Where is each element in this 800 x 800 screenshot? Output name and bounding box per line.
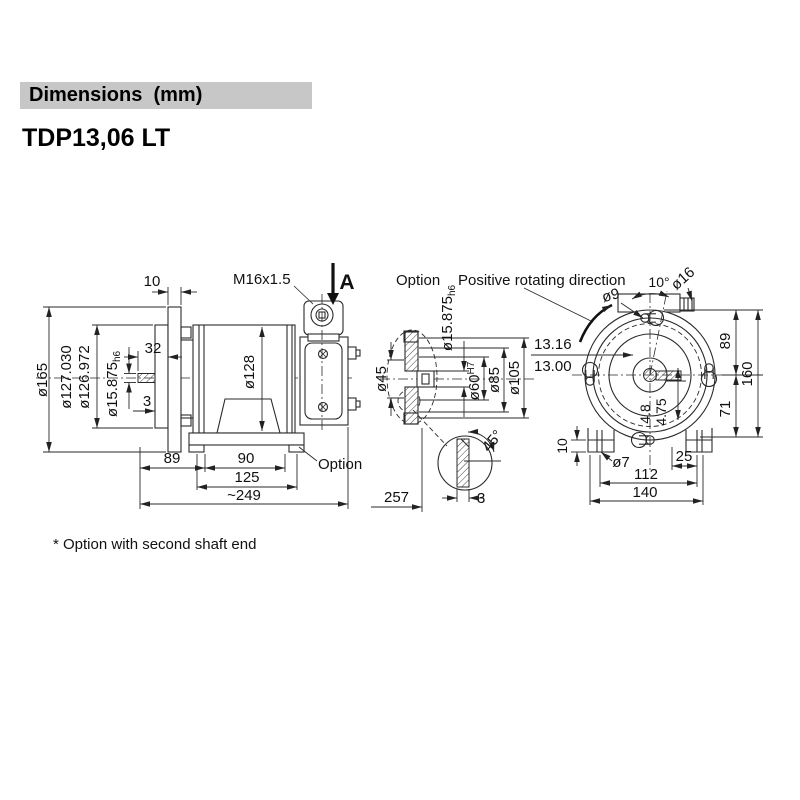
cover-screw-bottom — [317, 401, 329, 413]
hole-offset-label: 25 — [676, 448, 693, 465]
slot-dia-label: ø9 — [600, 285, 621, 306]
rotation-direction-callout — [523, 287, 613, 343]
flange-section — [403, 330, 419, 425]
plug-bottom — [347, 397, 357, 411]
hole-spacing-label: 112 — [634, 466, 658, 483]
option-view-label: Option — [396, 272, 440, 289]
model-title: TDP13,06 LT — [22, 124, 171, 152]
gland-thread-label: M16x1.5 — [233, 271, 291, 288]
dim-89-label: 89 — [164, 450, 181, 467]
slot-angle-radial — [649, 290, 668, 376]
top-tab — [617, 293, 695, 313]
rotation-note-label: Positive rotating direction — [458, 272, 626, 289]
bore-dia-label: ø60H7 — [466, 361, 483, 400]
flange-thickness-label: 10 — [144, 273, 161, 290]
dim-160-label: 160 — [739, 361, 756, 386]
slot-angle-label: 10° — [648, 274, 669, 290]
side-view-dimensions — [43, 287, 349, 509]
foot-hole-dia-label: ø7 — [612, 454, 630, 471]
mounting-slot-left — [581, 361, 599, 386]
shaft-end-dimensions — [371, 337, 529, 512]
footnote: * Option with second shaft end — [53, 536, 257, 553]
keyway-min-label: 13.00 — [534, 358, 572, 375]
motor-body — [192, 324, 296, 434]
view-a-label: A — [339, 271, 354, 294]
shaft-dia-label: ø15.875h6 — [104, 350, 123, 417]
dim-71-label: 71 — [717, 401, 734, 418]
foot-width-label: 140 — [632, 484, 657, 501]
motor-shaft-side — [137, 373, 156, 383]
spigot-lower-label: ø126.972 — [76, 345, 93, 408]
rotation-arrow — [578, 303, 613, 343]
key-offset-label: 3 — [143, 393, 151, 410]
section-title: Dimensions (mm) — [29, 84, 203, 106]
boss-dia-label: ø16 — [668, 264, 699, 294]
side-view: A M16x1.5 — [34, 263, 362, 509]
shaft-dia-label-2: ø15.875h6 — [439, 284, 458, 351]
mounting-slot-right — [700, 363, 718, 388]
foot-thickness-label: 10 — [554, 438, 570, 454]
plug-top — [347, 346, 357, 360]
overall-257-label: 257 — [384, 489, 409, 506]
cover-screw-top — [317, 348, 329, 360]
keyway-slot — [655, 370, 682, 381]
mounting-slot-bottom — [630, 431, 655, 449]
body-od-label: ø128 — [241, 355, 258, 389]
section-header-bar: Dimensions (mm) — [20, 82, 312, 109]
flange-dia-label: ø105 — [506, 361, 523, 395]
flange-od-label: ø165 — [34, 363, 51, 397]
dim-125-label: 125 — [234, 469, 259, 486]
motor-feet-side — [188, 432, 305, 453]
overall-length-label: ~249 — [227, 487, 261, 504]
key-depth-max-label: 4.8 — [637, 404, 653, 424]
dim-90-label: 90 — [238, 450, 255, 467]
cable-gland — [303, 294, 344, 430]
chamfer-detail — [412, 409, 501, 502]
option-foot-label: Option — [318, 456, 362, 473]
dim-89-front-label: 89 — [717, 333, 734, 350]
hub-dia-label: ø45 — [373, 366, 390, 392]
keyway-max-label: 13.16 — [534, 336, 572, 353]
terminal-box — [299, 336, 361, 426]
chamfer-length-label: 3 — [477, 490, 485, 507]
mounting-slot-top — [640, 309, 665, 327]
chamfer-angle-label: 45° — [479, 427, 507, 455]
front-view-dimensions — [531, 287, 763, 505]
shaft-end-view: Option ø45 ø15.875h6 ø60H7 ø85 ø105 257 … — [371, 272, 536, 512]
spigot-upper-label: ø127.030 — [58, 345, 75, 408]
view-a-arrow — [327, 263, 339, 305]
motor-flange-side — [154, 306, 193, 453]
shaft-length-label: 32 — [145, 340, 162, 357]
gland-thread-callout: M16x1.5 — [233, 271, 314, 305]
key-depth-min-label: 4.75 — [653, 398, 669, 425]
pilot-dia-label: ø85 — [486, 367, 503, 393]
second-shaft-end — [416, 370, 435, 388]
